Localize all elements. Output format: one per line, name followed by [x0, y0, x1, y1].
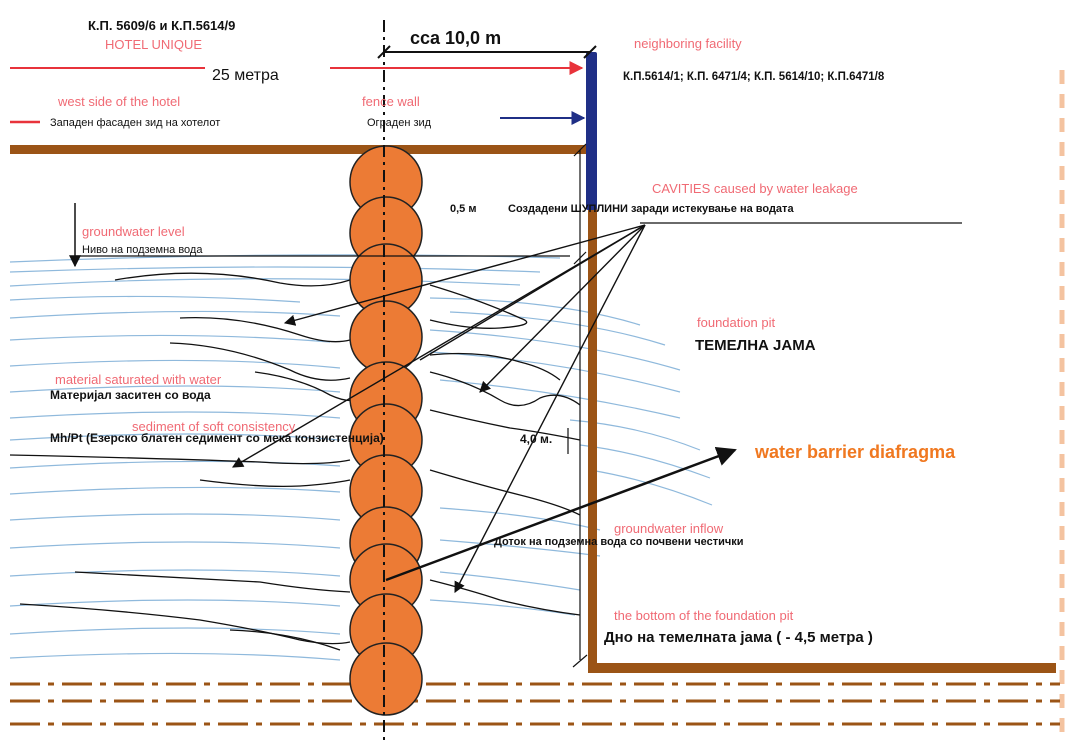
sediment-depth: 4,0 м. [520, 432, 552, 446]
bottom-dashdot-layers [10, 682, 1060, 726]
groundwater-label-mk: Ниво на подземна вода [82, 244, 203, 256]
fence-label-mk: Ограден зид [367, 117, 432, 129]
sediment-label-en: sediment of soft consistency [132, 419, 296, 434]
groundwater-label-en: groundwater level [82, 224, 185, 239]
pile [349, 642, 423, 716]
hotel-name: HOTEL UNIQUE [105, 37, 202, 52]
pile-column [349, 145, 423, 716]
pit-bottom-slab [588, 663, 1056, 673]
west-side-label-mk: Западен фасаден зид на хотелот [50, 117, 220, 129]
cavities-depth: 0,5 м [450, 203, 477, 215]
foundation-pit-label-mk: ТЕМЕЛНА ЈАМА [695, 337, 816, 354]
neighbor-parcels: К.П.5614/1; К.П. 6471/4; К.П. 5614/10; К… [623, 71, 885, 83]
groundwater-flow-lines [9, 254, 713, 661]
saturated-label-mk: Материјал заситен со вода [50, 388, 211, 402]
hotel-parcels: К.П. 5609/6 и К.П.5614/9 [88, 18, 235, 33]
cavities-arrows [232, 224, 646, 593]
dimension-10m [377, 45, 597, 59]
hotel-distance: 25 метра [212, 67, 279, 84]
cavities-label-mk: Создадени ШУПЛИНИ заради истекување на в… [508, 203, 794, 215]
cavities-label-en: CAVITIES caused by water leakage [652, 181, 858, 196]
pit-bottom-label-en: the bottom of the foundation pit [614, 608, 794, 623]
foundation-pit-label-en: foundation pit [697, 315, 775, 330]
excavation-wall [588, 205, 597, 670]
water-barrier-arrow [385, 446, 737, 582]
soil-crack-lines [9, 272, 581, 651]
neighbor-label: neighboring facility [634, 36, 742, 51]
fence-wall [586, 52, 597, 210]
west-side-label-en: west side of the hotel [57, 94, 180, 109]
inflow-label-mk: Доток на подземна вода со почвени честич… [494, 536, 744, 548]
inflow-label-en: groundwater inflow [614, 521, 724, 536]
pit-bottom-label-mk: Дно на темелната јама ( - 4,5 метра ) [604, 629, 873, 646]
fence-label-en: fence wall [362, 94, 420, 109]
water-barrier-label: water barrier diafragma [754, 442, 956, 462]
ground-surface [10, 145, 590, 154]
sediment-label-mk: Mh/Pt (Езерско блатен седимент со мека к… [50, 431, 384, 445]
saturated-label-en: material saturated with water [55, 372, 222, 387]
dimension-label: cca 10,0 m [410, 28, 501, 48]
depth-dimension [567, 143, 588, 668]
